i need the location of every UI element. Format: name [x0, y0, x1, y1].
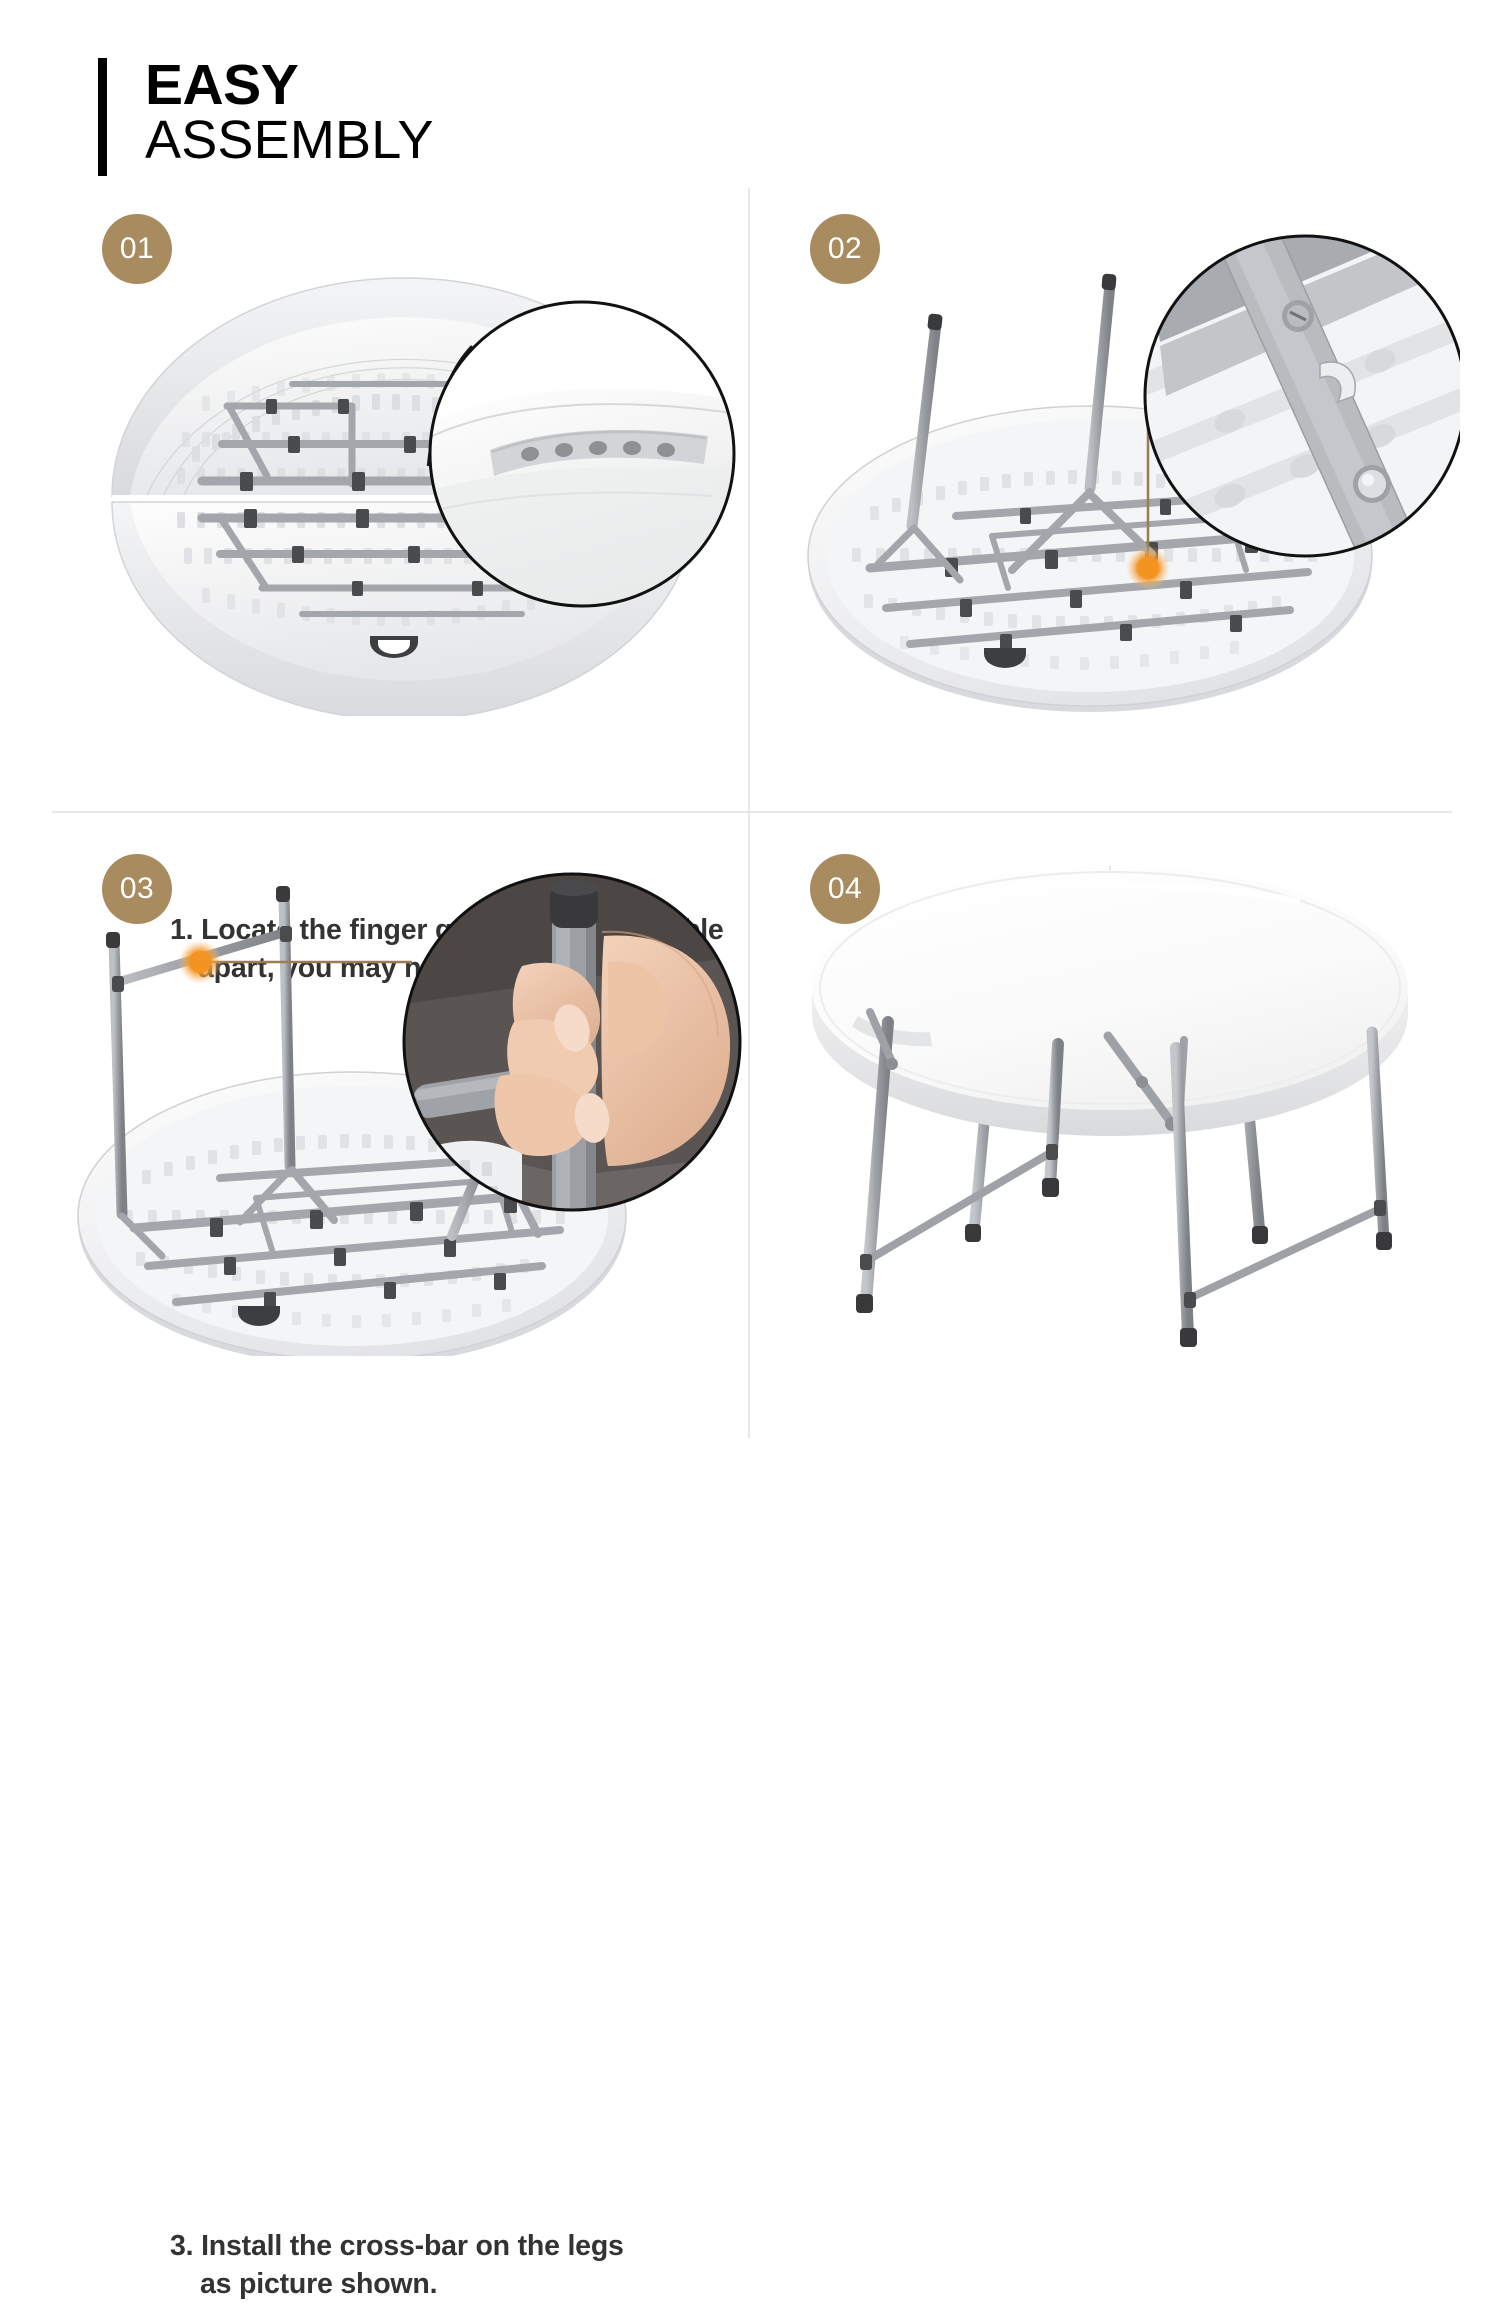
step-badge-03: 03: [102, 854, 172, 924]
step-caption-03: 3. Install the cross-bar on the legs as …: [170, 2228, 830, 2303]
step-caption-01-number: 1.: [170, 914, 194, 946]
step-03-illustration: [77, 872, 742, 1356]
step-badge-02: 02: [810, 214, 880, 284]
grid-divider-vertical: [748, 188, 750, 1438]
hand-photo: [494, 930, 731, 1166]
carry-handle-02: [984, 648, 1026, 668]
step-caption-03-number: 3.: [170, 2230, 194, 2262]
carry-handle: [370, 636, 418, 658]
carry-handle-03: [238, 1306, 280, 1326]
step-badge-01: 01: [102, 214, 172, 284]
step-panel-04: 04: [760, 836, 1460, 1436]
step-04-illustration: [812, 866, 1408, 1347]
header-title-block: EASY ASSEMBLY: [145, 53, 434, 170]
step-02-illustration: [807, 234, 1460, 712]
step-panel-01: 01: [52, 196, 752, 984]
cross-bar-left: [864, 1148, 1056, 1264]
table-legs-folded-out-02: [874, 273, 1156, 584]
grid-divider-horizontal: [52, 811, 1452, 813]
step-caption-03-line1: Install the cross-bar on the legs: [201, 2230, 624, 2262]
inset-circle-finger-gap: [428, 300, 736, 608]
step-01-illustration: [111, 277, 736, 716]
header-accent-bar: [98, 58, 107, 176]
step-panel-03: 03: [52, 836, 752, 2300]
table-fold-gap: [112, 495, 696, 502]
step-badge-04: 04: [810, 854, 880, 924]
page-header: EASY ASSEMBLY: [98, 53, 434, 176]
page-title-sub: ASSEMBLY: [145, 109, 434, 170]
step-caption-03-line2: as picture shown.: [200, 2267, 438, 2300]
step-panel-02: 02: [760, 196, 1460, 796]
cross-bar-right: [1186, 1204, 1386, 1302]
inset-circle-safety-lock: [1143, 234, 1460, 558]
inset-circle-hand-crossbar: [402, 872, 742, 1212]
page-title-main: EASY: [145, 53, 299, 117]
table-legs-front-04: [856, 1008, 1392, 1347]
safety-lock-bracket: [1213, 236, 1422, 556]
table-top-04: [812, 866, 1408, 1136]
